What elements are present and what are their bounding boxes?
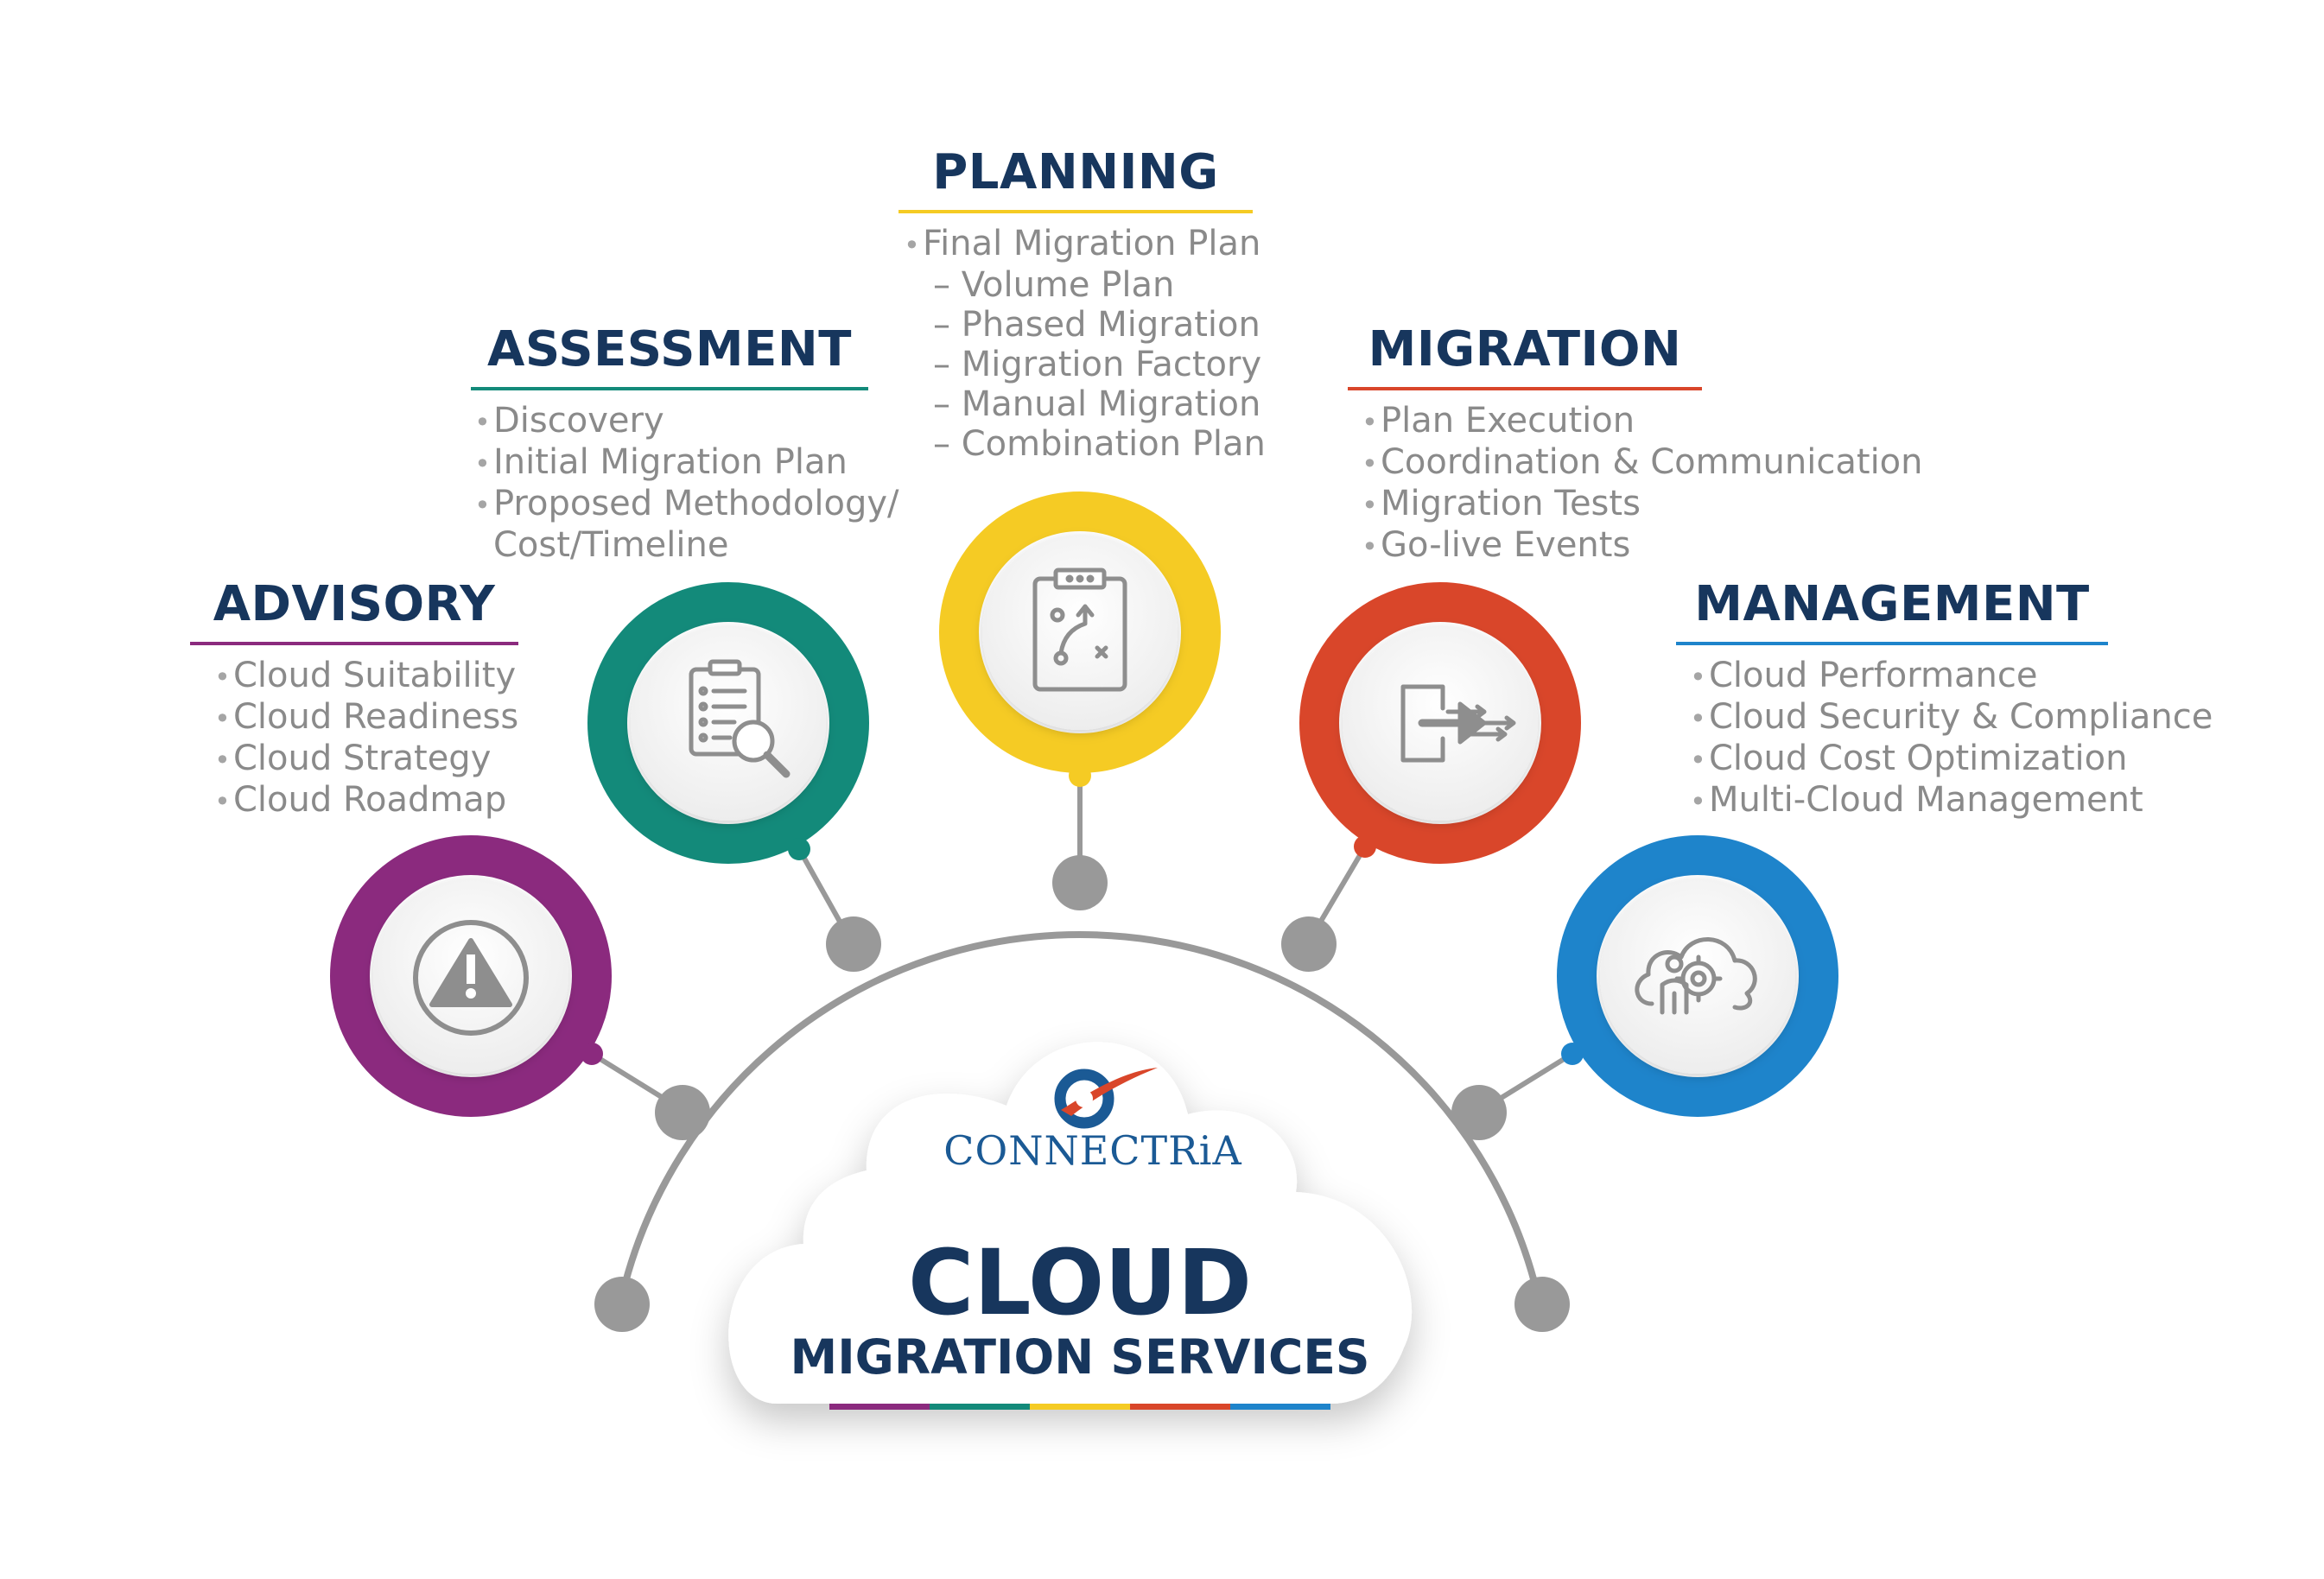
list-subitem: Phased Migration (904, 305, 1260, 345)
ring-management (1557, 835, 1838, 1117)
checklist-magnifier-icon (689, 659, 791, 778)
node-management (1451, 1085, 1507, 1140)
node-assessment (826, 916, 881, 972)
list-item: Discovery (474, 401, 868, 442)
central-cloud (728, 1042, 1413, 1404)
ring-migration (1299, 582, 1581, 864)
section-title: MIGRATION (1348, 320, 1702, 390)
list-item: Cloud Roadmap (214, 780, 518, 821)
section-title: MANAGEMENT (1676, 574, 2108, 645)
section-migration: MIGRATION Plan Execution Coordination & … (1348, 320, 1923, 567)
cloud-gear-person-icon (1635, 937, 1757, 1015)
cloud-title: CLOUD (907, 1230, 1253, 1335)
list-subitem: Manual Migration (904, 384, 1261, 424)
brand-wordmark: CONNECTRiA (943, 1127, 1242, 1174)
color-bar (829, 1404, 1330, 1410)
section-list: Plan Execution Coordination & Communicat… (1348, 401, 1923, 567)
cloud-subtitle: MIGRATION SERVICES (790, 1329, 1370, 1385)
connectria-logo-icon (1054, 1068, 1158, 1129)
warning-icon (413, 920, 529, 1036)
list-item: Cloud Strategy (214, 739, 518, 780)
list-subitem: Combination Plan (904, 424, 1266, 464)
node-planning (1052, 855, 1108, 910)
section-list: Cloud Suitability Cloud Readiness Cloud … (190, 656, 518, 821)
node-end-right (1514, 1277, 1570, 1332)
list-item: Final Migration Plan (904, 224, 1260, 265)
section-title: PLANNING (898, 143, 1253, 213)
node-end-left (594, 1277, 650, 1332)
strategy-clipboard-icon (1032, 568, 1127, 692)
list-item: Proposed Methodology/ (474, 484, 899, 525)
section-title: ASSESSMENT (471, 320, 868, 390)
section-assessment: ASSESSMENT Discovery Initial Migration P… (471, 320, 899, 565)
list-item: Cloud Readiness (214, 697, 518, 739)
section-management: MANAGEMENT Cloud Performance Cloud Secur… (1676, 574, 2213, 821)
list-item: Migration Tests (1362, 484, 1702, 525)
section-advisory: ADVISORY Cloud Suitability Cloud Readine… (190, 574, 518, 821)
exit-arrows-icon (1400, 684, 1516, 763)
section-list: Cloud Performance Cloud Security & Compl… (1676, 656, 2213, 821)
section-title: ADVISORY (190, 574, 518, 645)
list-item: Cloud Suitability (214, 656, 518, 697)
list-item: Multi-Cloud Management (1690, 780, 2143, 821)
section-list: Final Migration Plan Volume Plan Phased … (898, 224, 1266, 464)
node-migration (1281, 916, 1337, 972)
list-subitem: Migration Factory (904, 345, 1261, 384)
list-item: Cloud Cost Optimization (1690, 739, 2128, 780)
list-item: Initial Migration Plan (474, 442, 868, 484)
list-item: Coordination & Communication (1362, 442, 1923, 484)
ring-planning (939, 491, 1221, 787)
section-list: Discovery Initial Migration Plan Propose… (471, 401, 899, 565)
list-item: Cloud Performance (1690, 656, 2108, 697)
list-item: Plan Execution (1362, 401, 1702, 442)
ring-assessment (587, 582, 869, 864)
list-item: Go-live Events (1362, 525, 1702, 567)
list-item: Cloud Security & Compliance (1690, 697, 2213, 739)
list-item-continuation: Cost/Timeline (493, 525, 729, 565)
list-subitem: Volume Plan (904, 265, 1253, 305)
node-advisory (655, 1085, 710, 1140)
section-planning: PLANNING Final Migration Plan Volume Pla… (898, 143, 1266, 464)
